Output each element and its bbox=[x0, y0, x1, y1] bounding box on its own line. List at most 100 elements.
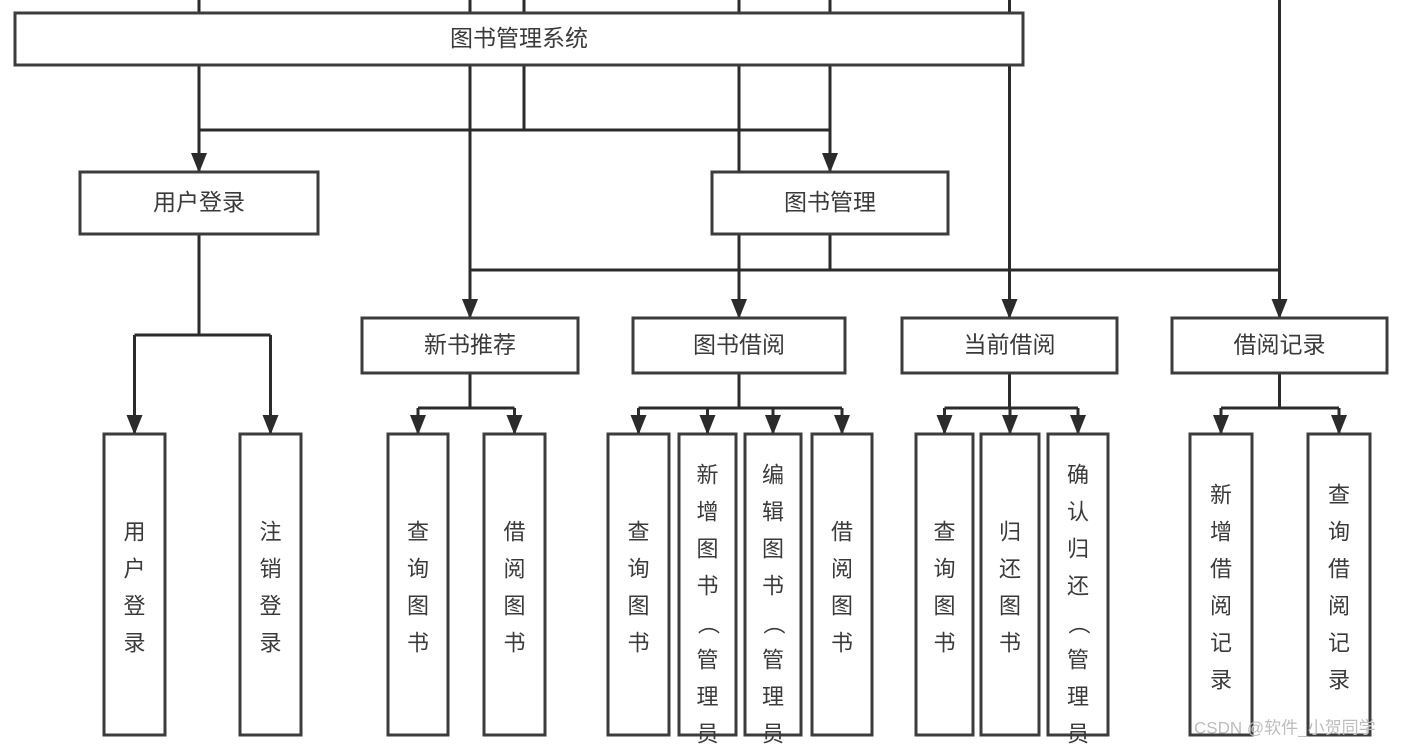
node-box[interactable] bbox=[710, 170, 950, 236]
node-box[interactable] bbox=[631, 316, 847, 375]
svg-text:询: 询 bbox=[627, 556, 649, 581]
svg-text:确: 确 bbox=[1067, 463, 1089, 488]
svg-text:（: （ bbox=[761, 613, 786, 635]
svg-text:书: 书 bbox=[762, 574, 784, 599]
svg-text:阅: 阅 bbox=[1210, 593, 1232, 618]
arrow-head-icon bbox=[126, 415, 143, 435]
node-label: 图书管理系统 bbox=[450, 25, 588, 51]
arrow-head-icon bbox=[1213, 415, 1229, 435]
node-root-0[interactable]: 图书管理系统 bbox=[13, 11, 1025, 67]
arrow-head-icon bbox=[1331, 415, 1347, 435]
svg-text:书: 书 bbox=[407, 630, 429, 655]
node-label: 新书推荐 bbox=[424, 332, 516, 358]
node-level3-3[interactable]: 借阅记录 bbox=[1170, 316, 1389, 375]
node-box[interactable] bbox=[900, 316, 1119, 375]
svg-text:理: 理 bbox=[762, 685, 784, 710]
node-level3-1[interactable]: 图书借阅 bbox=[631, 316, 847, 375]
svg-text:书: 书 bbox=[503, 630, 525, 655]
svg-text:借: 借 bbox=[831, 519, 853, 544]
svg-text:（: （ bbox=[696, 613, 721, 635]
svg-text:增: 增 bbox=[696, 500, 718, 525]
node-level2-0[interactable]: 用户登录 bbox=[78, 170, 320, 236]
node-leaf-0[interactable]: 用户登录 bbox=[102, 432, 167, 737]
node-level2-1[interactable]: 图书管理 bbox=[710, 170, 950, 236]
svg-text:归: 归 bbox=[1067, 537, 1089, 562]
node-box[interactable] bbox=[1170, 316, 1389, 375]
svg-text:图: 图 bbox=[696, 537, 718, 562]
node-box[interactable] bbox=[482, 432, 547, 737]
node-box[interactable] bbox=[1188, 432, 1254, 737]
node-box[interactable] bbox=[386, 432, 450, 737]
arrow-head-icon bbox=[936, 415, 953, 435]
svg-text:记: 记 bbox=[1328, 630, 1350, 655]
svg-text:录: 录 bbox=[123, 630, 145, 655]
svg-text:查: 查 bbox=[1328, 482, 1350, 507]
svg-text:阅: 阅 bbox=[1328, 593, 1350, 618]
node-level3-2[interactable]: 当前借阅 bbox=[900, 316, 1119, 375]
svg-text:借: 借 bbox=[1210, 556, 1232, 581]
node-box[interactable] bbox=[13, 11, 1025, 67]
node-box[interactable] bbox=[677, 432, 738, 737]
svg-text:图: 图 bbox=[627, 593, 649, 618]
node-box[interactable] bbox=[238, 432, 303, 737]
svg-text:户: 户 bbox=[123, 556, 145, 581]
svg-text:查: 查 bbox=[627, 519, 649, 544]
node-box[interactable] bbox=[102, 432, 167, 737]
arrow-head-icon bbox=[1002, 415, 1018, 435]
svg-text:管: 管 bbox=[1067, 648, 1089, 673]
svg-text:管: 管 bbox=[696, 648, 718, 673]
node-label: 当前借阅 bbox=[964, 332, 1056, 358]
svg-text:归: 归 bbox=[999, 519, 1021, 544]
svg-text:借: 借 bbox=[1328, 556, 1350, 581]
svg-text:注: 注 bbox=[259, 519, 281, 544]
svg-text:查: 查 bbox=[407, 519, 429, 544]
arrow-head-icon bbox=[765, 415, 781, 435]
svg-text:询: 询 bbox=[407, 556, 429, 581]
node-box[interactable] bbox=[914, 432, 975, 737]
svg-text:录: 录 bbox=[1210, 667, 1232, 692]
node-box[interactable] bbox=[979, 432, 1041, 737]
node-box[interactable] bbox=[360, 316, 580, 375]
svg-text:借: 借 bbox=[503, 519, 525, 544]
svg-text:员: 员 bbox=[762, 722, 784, 747]
node-label: 图书管理 bbox=[784, 189, 876, 215]
svg-text:管: 管 bbox=[762, 648, 784, 673]
node-label: 借阅记录 bbox=[1234, 332, 1326, 358]
svg-text:员: 员 bbox=[1067, 722, 1089, 747]
svg-text:用: 用 bbox=[123, 519, 145, 544]
node-box[interactable] bbox=[1306, 432, 1372, 737]
node-box[interactable] bbox=[743, 432, 803, 737]
node-box[interactable] bbox=[78, 170, 320, 236]
svg-text:录: 录 bbox=[1328, 667, 1350, 692]
node-box[interactable] bbox=[1046, 432, 1110, 737]
node-box[interactable] bbox=[606, 432, 671, 737]
svg-text:图: 图 bbox=[933, 593, 955, 618]
node-level3-0[interactable]: 新书推荐 bbox=[360, 316, 580, 375]
svg-text:询: 询 bbox=[1328, 519, 1350, 544]
node-box[interactable] bbox=[810, 432, 874, 737]
arrow-head-icon bbox=[630, 415, 647, 435]
arrow-head-icon bbox=[506, 415, 523, 435]
svg-text:阅: 阅 bbox=[831, 556, 853, 581]
